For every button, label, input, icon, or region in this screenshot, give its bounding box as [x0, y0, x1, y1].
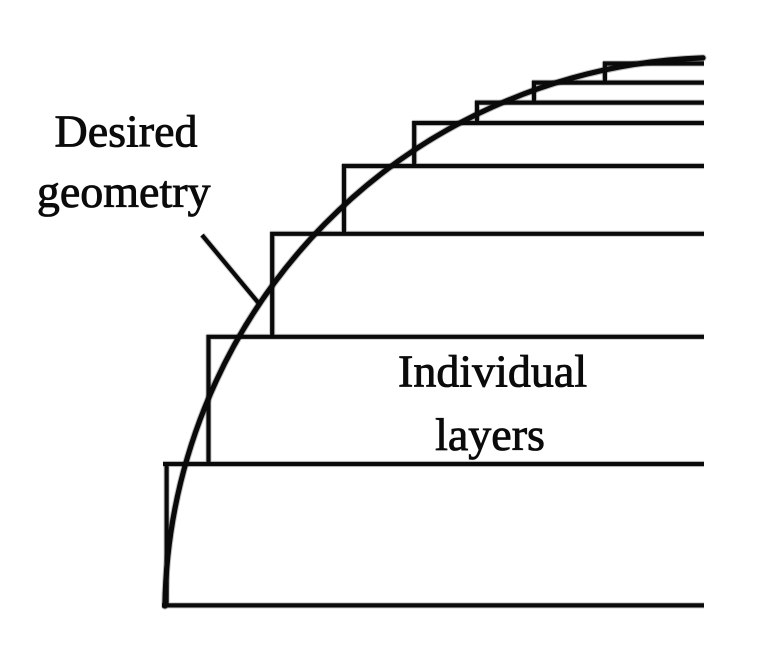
svg-text:Individual: Individual — [398, 345, 587, 396]
svg-text:Desired: Desired — [54, 106, 197, 157]
svg-text:layers: layers — [435, 409, 545, 460]
svg-text:geometry: geometry — [37, 166, 211, 217]
